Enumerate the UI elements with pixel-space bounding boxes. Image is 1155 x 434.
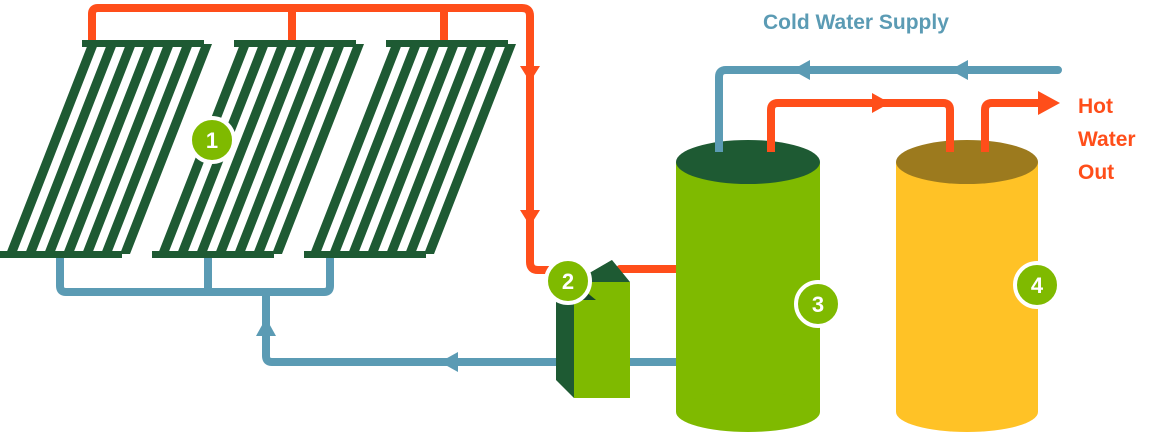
collector-panel-2 <box>152 40 364 258</box>
left-arrow-icon <box>792 60 810 80</box>
pump-station-side <box>556 282 574 398</box>
collector-tube <box>348 44 440 254</box>
hot-water-out-label-line1: Hot <box>1078 95 1113 118</box>
collector-tube <box>272 44 364 254</box>
collector-top-header <box>234 40 356 47</box>
collector-tube <box>405 44 497 254</box>
collector-bottom-header <box>0 251 122 258</box>
badge-pump-station-number: 2 <box>562 269 574 294</box>
down-arrow-icon <box>520 66 540 82</box>
solar-tank-body <box>676 162 820 412</box>
badge-backup-tank: 4 <box>1013 261 1061 309</box>
collector-tube <box>6 44 98 254</box>
down-arrow-icon <box>520 210 540 226</box>
collector-bottom-header <box>304 251 426 258</box>
collector-tube <box>120 44 212 254</box>
right-arrow-icon <box>872 93 890 113</box>
collector-tube <box>196 44 288 254</box>
collector-tube <box>44 44 136 254</box>
cold-flow-arrows <box>256 60 968 372</box>
badge-collectors-number: 1 <box>206 128 218 153</box>
badge-solar-tank-number: 3 <box>812 292 824 317</box>
collector-tube <box>25 44 117 254</box>
left-arrow-icon <box>440 352 458 372</box>
solar-tank-top <box>676 140 820 184</box>
cold-pipe-supply <box>715 66 1062 154</box>
solar-storage-tank <box>676 140 820 432</box>
cold-pipe-return <box>262 288 682 366</box>
badge-collectors: 1 <box>188 116 236 164</box>
collector-tube <box>82 44 174 254</box>
pump-station-front <box>574 282 630 398</box>
badge-backup-tank-number: 4 <box>1031 273 1044 298</box>
collector-tube <box>310 44 402 254</box>
hot-water-out-label-line3: Out <box>1078 161 1114 184</box>
collector-top-header <box>82 40 204 47</box>
collector-tube <box>367 44 459 254</box>
collector-tube <box>234 44 326 254</box>
collector-tube <box>215 44 307 254</box>
badge-pump-station: 2 <box>544 257 592 305</box>
collector-tube <box>424 44 516 254</box>
collector-panel-1 <box>0 40 212 258</box>
collector-panel-group <box>0 40 516 258</box>
hot-pipe-collector-manifold <box>88 4 560 274</box>
tank-pipe-stubs <box>715 138 989 152</box>
solar-collectors <box>0 40 516 258</box>
collector-tube <box>101 44 193 254</box>
hot-flow-arrows <box>520 66 1060 226</box>
cold-pipe-collector-manifold <box>56 252 334 296</box>
collector-tube <box>253 44 345 254</box>
cold-water-supply-label: Cold Water Supply <box>763 11 949 34</box>
left-arrow-icon <box>950 60 968 80</box>
solar-tank-bottom <box>676 392 820 432</box>
right-arrow-icon <box>1038 91 1060 115</box>
hot-pipe-network <box>88 4 1044 274</box>
collector-top-header <box>386 40 508 47</box>
collector-panel-3 <box>304 40 516 258</box>
hot-water-out-label-line2: Water <box>1078 128 1136 151</box>
hot-pipe-tank-to-tank <box>767 99 954 154</box>
cold-pipe-network <box>56 66 1062 366</box>
collector-tube <box>63 44 155 254</box>
backup-tank-top <box>896 140 1038 184</box>
collector-tube <box>329 44 421 254</box>
collector-bottom-header <box>152 251 274 258</box>
backup-tank-bottom <box>896 392 1038 432</box>
up-arrow-icon <box>256 318 276 336</box>
collector-tube <box>386 44 478 254</box>
hot-pipe-out <box>981 99 1044 154</box>
badge-solar-tank: 3 <box>794 280 842 328</box>
